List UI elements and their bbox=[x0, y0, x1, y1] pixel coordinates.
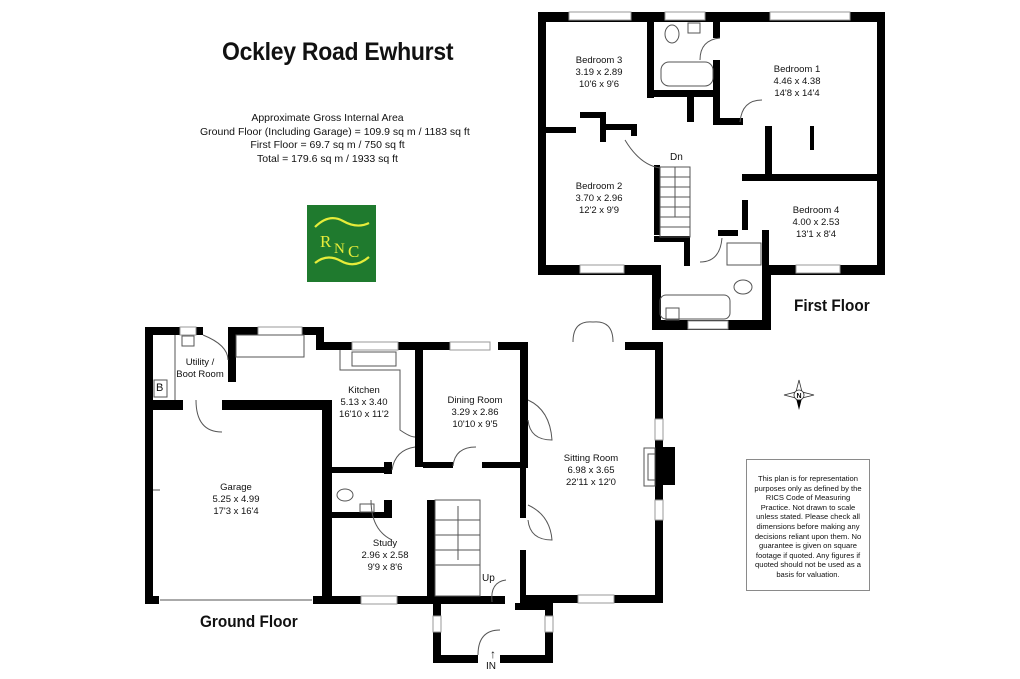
first-floor-label: First Floor bbox=[794, 296, 870, 315]
room-imperial: 13'1 x 8'4 bbox=[795, 229, 837, 240]
stairs-down-label: Dn bbox=[670, 152, 683, 163]
room-name: Bedroom 2 bbox=[575, 181, 623, 192]
room-metric: 4.46 x 4.38 bbox=[773, 76, 821, 87]
room-name: Garage bbox=[220, 482, 252, 493]
room-imperial: 10'10 x 9'5 bbox=[452, 419, 498, 430]
room-name: Sitting Room bbox=[563, 453, 619, 464]
room-name: Utility / bbox=[185, 357, 215, 368]
room-imperial: 10'6 x 9'6 bbox=[578, 79, 620, 90]
entrance-arrow-icon: ↑ bbox=[490, 647, 496, 661]
room-bedroom-3: Bedroom 3 3.19 x 2.89 10'6 x 9'6 bbox=[575, 55, 622, 91]
svg-text:N: N bbox=[334, 241, 345, 257]
room-kitchen: Kitchen 5.13 x 3.40 16'10 x 11'2 bbox=[339, 385, 389, 421]
room-dining-room: Dining Room 3.29 x 2.86 10'10 x 9'5 bbox=[448, 395, 503, 431]
room-metric: 3.70 x 2.96 bbox=[575, 193, 623, 204]
room-name: Kitchen bbox=[348, 385, 380, 396]
room-name: Dining Room bbox=[447, 395, 503, 406]
room-metric: 3.19 x 2.89 bbox=[575, 67, 623, 78]
room-name-2: Boot Room bbox=[176, 369, 224, 380]
room-study: Study 2.96 x 2.58 9'9 x 8'6 bbox=[361, 538, 408, 574]
room-garage: Garage 5.25 x 4.99 17'3 x 16'4 bbox=[212, 482, 259, 518]
room-name: Bedroom 4 bbox=[792, 205, 840, 216]
area-first-floor: First Floor = 69.7 sq m / 750 sq ft bbox=[250, 139, 405, 151]
room-utility-boot-room: Utility / Boot Room bbox=[176, 357, 224, 381]
room-bedroom-1: Bedroom 1 4.46 x 4.38 14'8 x 14'4 bbox=[773, 64, 820, 100]
room-name: Study bbox=[372, 538, 398, 549]
svg-text:C: C bbox=[348, 242, 359, 261]
room-name: Bedroom 3 bbox=[575, 55, 623, 66]
room-metric: 6.98 x 3.65 bbox=[567, 465, 615, 476]
room-imperial: 22'11 x 12'0 bbox=[566, 477, 616, 488]
room-imperial: 17'3 x 16'4 bbox=[213, 506, 259, 517]
area-heading: Approximate Gross Internal Area bbox=[251, 112, 404, 124]
room-sitting-room: Sitting Room 6.98 x 3.65 22'11 x 12'0 bbox=[564, 453, 618, 489]
boiler-label: B bbox=[156, 382, 164, 394]
svg-text:N: N bbox=[796, 393, 801, 400]
room-metric: 2.96 x 2.58 bbox=[361, 550, 409, 561]
room-imperial: 12'2 x 9'9 bbox=[578, 205, 620, 216]
room-metric: 5.13 x 3.40 bbox=[340, 397, 388, 408]
disclaimer-box: This plan is for representation purposes… bbox=[746, 459, 870, 591]
entrance-label: IN bbox=[486, 661, 496, 672]
ground-floor-label: Ground Floor bbox=[200, 612, 298, 631]
room-imperial: 14'8 x 14'4 bbox=[774, 88, 820, 99]
rnc-logo-icon: R N C bbox=[314, 216, 370, 266]
svg-text:R: R bbox=[320, 232, 332, 251]
area-total: Total = 179.6 sq m / 1933 sq ft bbox=[257, 152, 398, 165]
room-bedroom-2: Bedroom 2 3.70 x 2.96 12'2 x 9'9 bbox=[575, 181, 622, 217]
property-title: Ockley Road Ewhurst bbox=[222, 38, 454, 66]
compass-rose-icon: N bbox=[782, 378, 816, 412]
disclaimer-text: This plan is for representation purposes… bbox=[754, 474, 862, 579]
room-bedroom-4: Bedroom 4 4.00 x 2.53 13'1 x 8'4 bbox=[792, 205, 839, 241]
area-summary: Approximate Gross Internal Area Ground F… bbox=[200, 112, 470, 166]
stairs-up-label: Up bbox=[482, 573, 495, 584]
room-imperial: 9'9 x 8'6 bbox=[367, 562, 403, 573]
room-metric: 3.29 x 2.86 bbox=[451, 407, 499, 418]
agency-logo: R N C bbox=[307, 205, 376, 282]
room-metric: 4.00 x 2.53 bbox=[792, 217, 840, 228]
room-imperial: 16'10 x 11'2 bbox=[339, 409, 389, 420]
area-ground-floor: Ground Floor (Including Garage) = 109.9 … bbox=[200, 125, 470, 138]
room-metric: 5.25 x 4.99 bbox=[212, 494, 260, 505]
room-name: Bedroom 1 bbox=[773, 64, 821, 75]
